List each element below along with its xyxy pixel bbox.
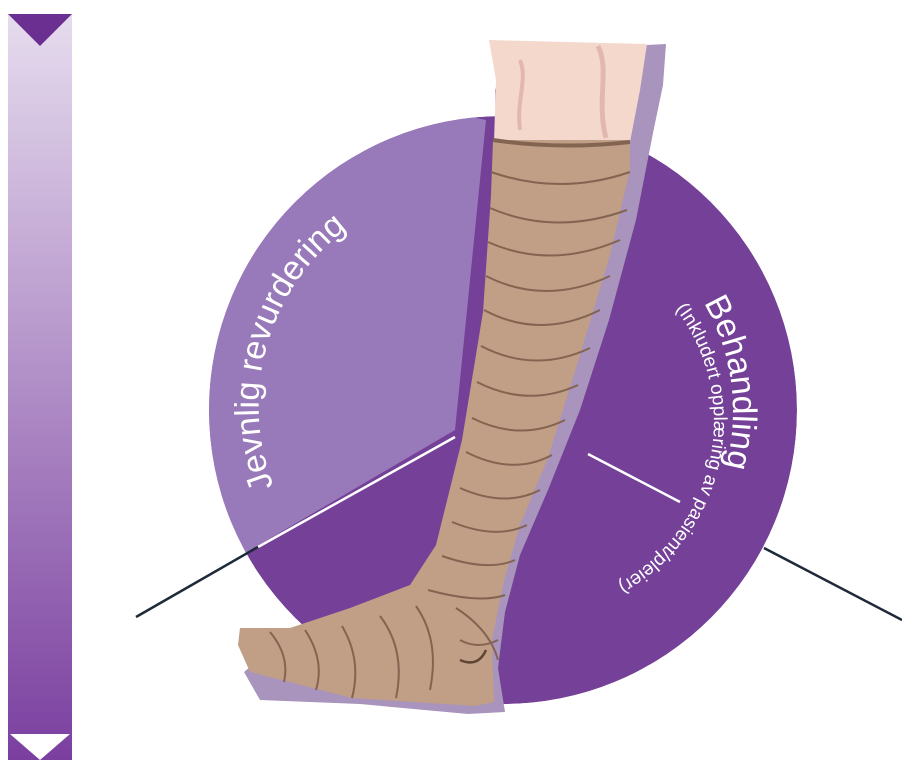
vertical-scale-bar [8, 14, 72, 760]
